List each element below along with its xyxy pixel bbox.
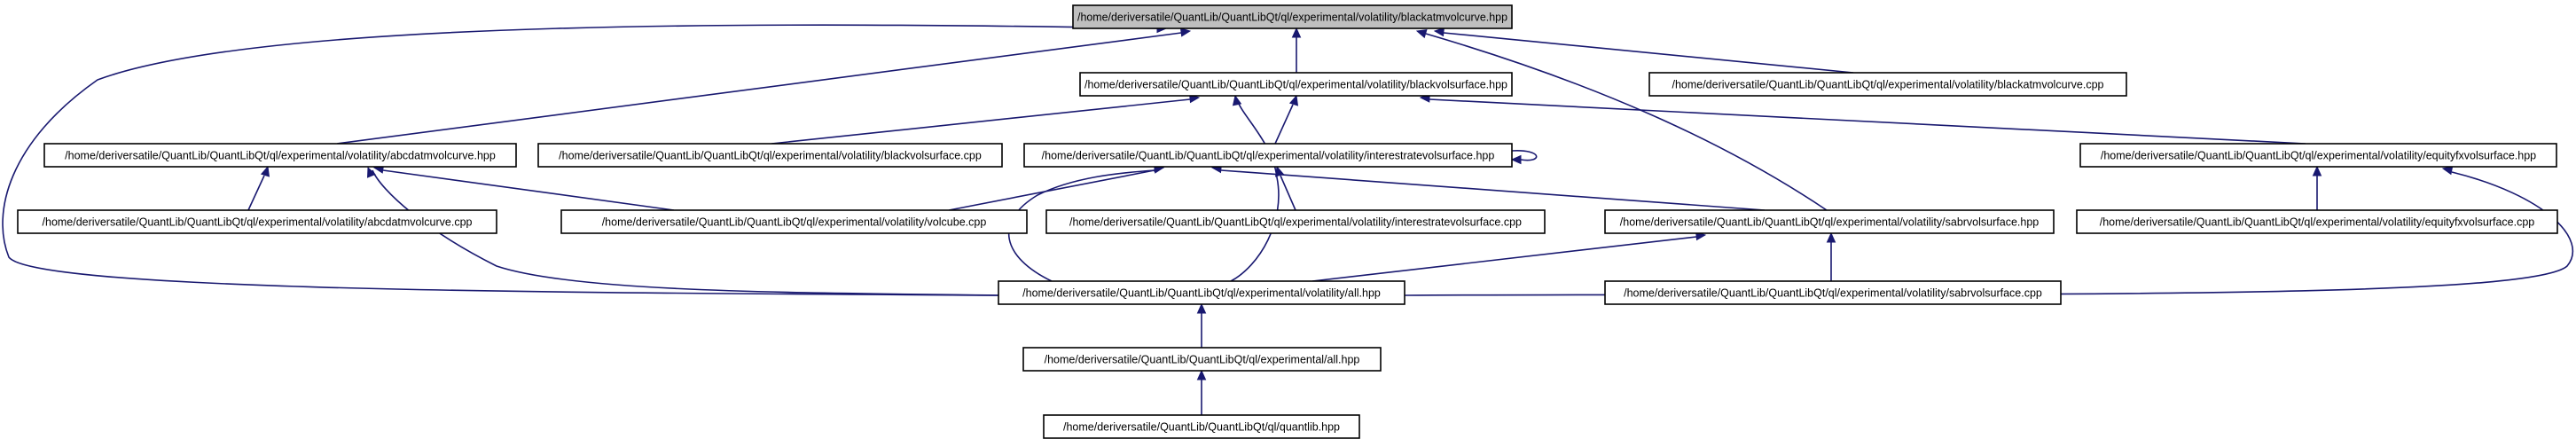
node-label: /home/deriversatile/QuantLib/QuantLibQt/… bbox=[1022, 287, 1381, 300]
node-box bbox=[1023, 143, 1513, 168]
graph-nodes: /home/deriversatile/QuantLib/QuantLibQt/… bbox=[17, 4, 2558, 439]
node-sabrvolsurface-hpp[interactable]: /home/deriversatile/QuantLib/QuantLibQt/… bbox=[1604, 209, 2055, 234]
node-box bbox=[537, 143, 1003, 168]
node-sabrvolsurface-cpp[interactable]: /home/deriversatile/QuantLib/QuantLibQt/… bbox=[1604, 280, 2062, 305]
node-interestratevolsurface-cpp[interactable]: /home/deriversatile/QuantLib/QuantLibQt/… bbox=[1045, 209, 1546, 234]
node-box bbox=[2079, 143, 2557, 168]
arrowhead-icon bbox=[1196, 369, 1207, 380]
node-label: /home/deriversatile/QuantLib/QuantLibQt/… bbox=[602, 216, 987, 229]
arrowhead-icon bbox=[1232, 94, 1242, 106]
edge-blackvolsurface_cpp-to-blackvolsurface_hpp bbox=[771, 93, 1201, 145]
node-box bbox=[1648, 72, 2127, 97]
node-label: /home/deriversatile/QuantLib/QuantLibQt/… bbox=[1042, 150, 1495, 162]
edge-line bbox=[1280, 175, 1296, 211]
node-equityfxvolsurface-hpp[interactable]: /home/deriversatile/QuantLib/QuantLibQt/… bbox=[2079, 143, 2557, 168]
node-blackatmvolcurve-hpp[interactable]: /home/deriversatile/QuantLib/QuantLibQt/… bbox=[1072, 4, 1513, 29]
edge-line bbox=[1007, 169, 1155, 282]
edge-line bbox=[2, 24, 1158, 296]
edge-line bbox=[247, 175, 265, 211]
node-box bbox=[1072, 4, 1513, 29]
node-label: /home/deriversatile/QuantLib/QuantLibQt/… bbox=[1063, 421, 1340, 434]
arrowhead-icon bbox=[1291, 27, 1302, 38]
node-label: /home/deriversatile/QuantLib/QuantLibQt/… bbox=[1672, 79, 2103, 91]
node-equityfxvolsurface-cpp[interactable]: /home/deriversatile/QuantLib/QuantLibQt/… bbox=[2076, 209, 2558, 234]
node-abcdatmvolcurve-hpp[interactable]: /home/deriversatile/QuantLib/QuantLibQt/… bbox=[43, 143, 517, 168]
edge-sabrvolsurface_hpp-to-interestratevolsurface_hpp bbox=[1210, 163, 1766, 211]
node-box bbox=[560, 209, 1028, 234]
node-quantlib-hpp[interactable]: /home/deriversatile/QuantLib/QuantLibQt/… bbox=[1043, 414, 1360, 439]
node-label: /home/deriversatile/QuantLib/QuantLibQt/… bbox=[1620, 216, 2040, 229]
node-box bbox=[1604, 280, 2062, 305]
arrowhead-icon bbox=[1179, 27, 1192, 37]
node-box bbox=[1043, 414, 1360, 439]
edge-line bbox=[1443, 32, 1854, 74]
node-label: /home/deriversatile/QuantLib/QuantLibQt/… bbox=[2101, 150, 2536, 162]
arrowhead-icon bbox=[1196, 302, 1207, 314]
node-abcdatmvolcurve-cpp[interactable]: /home/deriversatile/QuantLib/QuantLibQt/… bbox=[17, 209, 497, 234]
arrowhead-icon bbox=[1510, 154, 1522, 165]
arrowhead-icon bbox=[1415, 28, 1428, 39]
node-blackvolsurface-cpp[interactable]: /home/deriversatile/QuantLib/QuantLibQt/… bbox=[537, 143, 1003, 168]
edge-equityfxvolsurface_cpp-to-equityfxvolsurface_hpp bbox=[2312, 165, 2322, 210]
edge-equityfxvolsurface_hpp-to-blackvolsurface_hpp bbox=[1419, 93, 2306, 145]
edge-line bbox=[1425, 33, 1828, 211]
node-label: /home/deriversatile/QuantLib/QuantLibQt/… bbox=[559, 150, 982, 162]
node-box bbox=[2076, 209, 2558, 234]
node-box bbox=[1604, 209, 2055, 234]
edge-line bbox=[336, 32, 1182, 145]
edge-volatility_all_hpp-to-abcdatmvolcurve_hpp bbox=[367, 166, 999, 296]
node-box bbox=[43, 143, 517, 168]
edge-line bbox=[771, 98, 1191, 145]
arrowhead-icon bbox=[2312, 165, 2322, 176]
edge-line bbox=[382, 169, 675, 211]
node-box bbox=[17, 209, 497, 234]
edge-line bbox=[1511, 150, 1538, 161]
edge-abcdatmvolcurve_cpp-to-abcdatmvolcurve_hpp bbox=[247, 165, 270, 211]
node-blackatmvolcurve-cpp[interactable]: /home/deriversatile/QuantLib/QuantLibQt/… bbox=[1648, 72, 2127, 97]
edge-quantlib_hpp-to-experimental_all_hpp bbox=[1196, 369, 1207, 415]
arrowhead-icon bbox=[2441, 165, 2454, 176]
node-box bbox=[1079, 72, 1513, 97]
node-box bbox=[998, 280, 1405, 305]
node-interestratevolsurface-hpp[interactable]: /home/deriversatile/QuantLib/QuantLibQt/… bbox=[1023, 143, 1513, 168]
node-volatility-all-hpp[interactable]: /home/deriversatile/QuantLib/QuantLibQt/… bbox=[998, 280, 1405, 305]
edge-line bbox=[948, 169, 1155, 211]
edge-line bbox=[1274, 104, 1294, 145]
edge-line bbox=[1311, 236, 1697, 282]
edge-interestratevolsurface_hpp-to-interestratevolsurface_hpp bbox=[1510, 150, 1538, 165]
edge-interestratevolsurface_hpp-to-blackvolsurface_hpp bbox=[1274, 94, 1299, 145]
edge-experimental_all_hpp-to-volatility_all_hpp bbox=[1196, 302, 1207, 348]
node-experimental-all-hpp[interactable]: /home/deriversatile/QuantLib/QuantLibQt/… bbox=[1022, 347, 1382, 372]
arrowhead-icon bbox=[1433, 27, 1445, 37]
edge-line bbox=[1429, 98, 2306, 145]
node-label: /home/deriversatile/QuantLib/QuantLibQt/… bbox=[1069, 216, 1522, 229]
edge-abcdatmvolcurve_hpp-to-blackatmvolcurve_hpp bbox=[336, 27, 1192, 145]
edge-line bbox=[372, 169, 999, 296]
node-label: /home/deriversatile/QuantLib/QuantLibQt/… bbox=[65, 150, 496, 162]
edge-line bbox=[1230, 98, 1280, 282]
edge-blackvolsurface_hpp-to-blackatmvolcurve_hpp bbox=[1291, 27, 1302, 73]
edge-sabrvolsurface_cpp-to-sabrvolsurface_hpp bbox=[1826, 231, 1836, 281]
node-label: /home/deriversatile/QuantLib/QuantLibQt/… bbox=[2100, 216, 2535, 229]
node-volcube-cpp[interactable]: /home/deriversatile/QuantLib/QuantLibQt/… bbox=[560, 209, 1028, 234]
arrowhead-icon bbox=[367, 166, 376, 178]
node-box bbox=[1022, 347, 1382, 372]
node-label: /home/deriversatile/QuantLib/QuantLibQt/… bbox=[1624, 287, 2042, 300]
node-label: /home/deriversatile/QuantLib/QuantLibQt/… bbox=[1077, 12, 1507, 24]
edge-blackatmvolcurve_cpp-to-blackatmvolcurve_hpp bbox=[1433, 27, 1854, 74]
node-blackvolsurface-hpp[interactable]: /home/deriversatile/QuantLib/QuantLibQt/… bbox=[1079, 72, 1513, 97]
edge-line bbox=[1220, 169, 1766, 211]
arrowhead-icon bbox=[260, 165, 270, 177]
arrowhead-icon bbox=[1826, 231, 1836, 243]
node-label: /home/deriversatile/QuantLib/QuantLibQt/… bbox=[1045, 354, 1360, 366]
edge-sabrvolsurface_hpp-to-blackatmvolcurve_hpp bbox=[1415, 28, 1828, 211]
edge-volcube_cpp-to-abcdatmvolcurve_hpp bbox=[372, 164, 675, 211]
edge-volatility_all_hpp-to-sabrvolsurface_hpp bbox=[1311, 231, 1707, 282]
node-box bbox=[1045, 209, 1546, 234]
node-label: /home/deriversatile/QuantLib/QuantLibQt/… bbox=[43, 216, 473, 229]
node-label: /home/deriversatile/QuantLib/QuantLibQt/… bbox=[1084, 79, 1507, 91]
edge-volatility_all_hpp-to-blackvolsurface_hpp bbox=[1230, 94, 1280, 282]
arrowhead-icon bbox=[1288, 94, 1299, 106]
